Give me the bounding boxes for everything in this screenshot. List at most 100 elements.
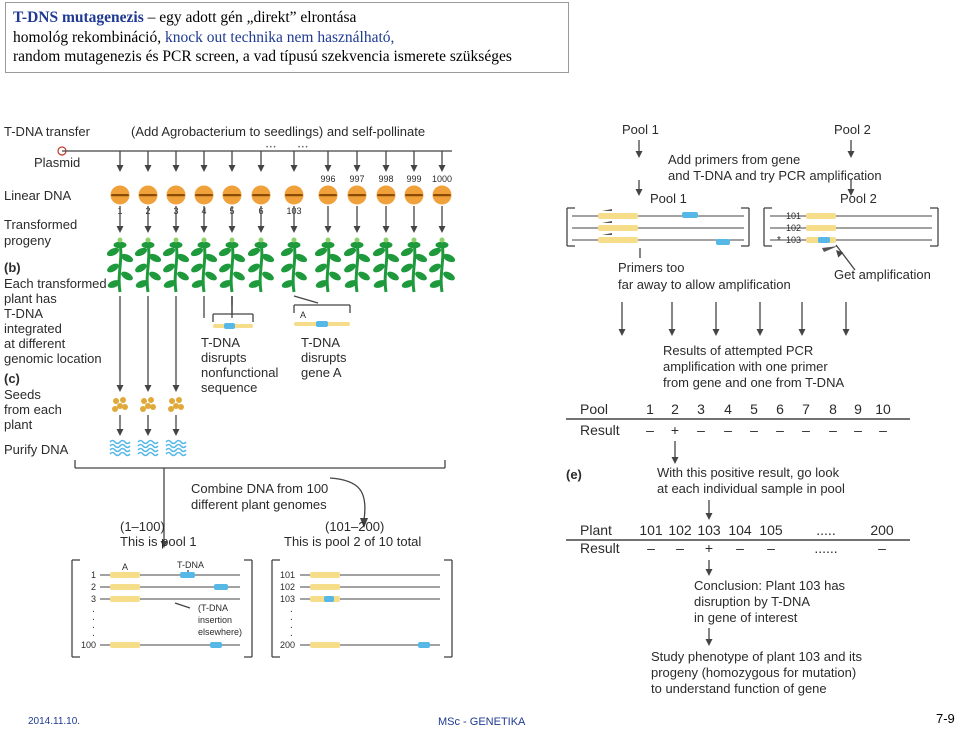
plant-leaf-9-0 [372,247,386,257]
plant-leaf-2-5 [169,241,183,249]
linear-dna-stripe-2 [167,194,185,197]
plant-number-label-8: 997 [349,174,364,184]
plant-bud-2 [173,237,179,243]
get-amplification-arrow-head [836,250,844,258]
plant-leaf-1-5 [141,241,155,249]
plant-leaf-6-1 [294,253,308,263]
each-transformed-label-0: Each transformed [4,276,107,291]
plant-stem-11 [439,243,445,293]
pool1-row-number-0: 1 [91,570,96,580]
plant-bud-1 [145,237,151,243]
pool1-to-box-arrow-head [635,189,643,196]
transformed-plant-icon-7 [314,237,342,293]
plant-number-label-9: 998 [378,174,393,184]
plant-bud-0 [117,237,123,243]
to-seeds-arrow-0-head [116,385,124,392]
pool2-range-label: (101–200) [325,519,384,534]
plant-bud-10 [411,237,417,243]
pool1-gene-bar-3 [110,642,140,648]
to-study-arrow-head [705,639,713,646]
plant-leaf-8-5 [350,241,364,249]
right-pool2-primer [822,246,838,252]
plant-leaf-2-0 [162,247,176,257]
plant-column-arrow-0-head [116,165,124,172]
plant-leaf-3-0 [190,247,204,257]
plant-leaf-9-2 [373,263,385,273]
plant-leaf-11-5 [435,241,449,249]
plant5-tdna-insert [224,323,235,329]
plant-column-arrow-3-head [200,165,208,172]
dna-squiggle-2-1 [165,443,187,449]
tdna-disrupts-gene-a-label-2: gene A [301,365,342,380]
plant-leaf-7-0 [314,247,328,257]
plant-table-plant-1: 102 [668,522,692,538]
add-primers-label-1: and T-DNA and try PCR amplification [668,168,882,183]
plant-leaf-2-1 [176,253,190,263]
plant-column-arrow-4-head [228,165,236,172]
plant-leaf-8-3 [358,271,370,281]
positive-result-arrow-head [671,457,679,464]
transformed-plant-icon-4 [218,237,246,293]
seed-dot-2-1 [176,397,182,403]
plant-table-plant-2: 103 [697,522,721,538]
pool-table-pool-2: 3 [697,401,705,417]
pool-table-pool-4: 5 [750,401,758,417]
seed-dot-2-4 [178,404,184,410]
tdna-disrupts-gene-a-label-0: T-DNA [301,335,340,350]
plant-leaf-7-2 [315,263,327,273]
right-pool2-star: * [777,235,781,246]
title-line-1: T-DNS mutagenezis – egy adott gén „direk… [13,8,568,28]
dna-squiggle-2-3 [165,451,187,457]
linear-dna-stripe-1 [139,194,157,197]
plant-table-plant-4: 105 [759,522,783,538]
plant-leaf-10-2 [401,263,413,273]
seed-dot-2-2 [173,403,179,409]
seed-dot-2-3 [168,406,174,412]
to-conclusion-arrow-head [705,569,713,576]
dna-squiggle-0-2 [109,447,131,453]
title-heading-rest: – egy adott gén „direkt” elrontása [143,9,357,26]
pool2-row-number-2: 103 [280,594,295,604]
tdna-disrupts-gene-a-label-1: disrupts [301,350,347,365]
plant-leaf-2-2 [163,263,175,273]
plant-leaf-9-5 [379,241,393,249]
plant-leaf-10-3 [415,271,427,281]
pool1-down-arrow-head [635,151,643,158]
plant-table-result-6: – [878,540,886,556]
plant-leaf-3-4 [191,280,205,288]
linear-dna-stripe-8 [348,194,366,197]
to-results-arrow-0-head [618,329,626,336]
plant-leaf-0-1 [120,253,134,263]
linear-dna-stripe-7 [319,194,337,197]
transformed-progeny-label-0: Transformed [4,217,77,232]
each-transformed-label-5: genomic location [4,351,102,366]
gene-a-letter: A [300,310,306,320]
plant-leaf-4-0 [218,247,232,257]
plant-leaf-9-1 [386,253,400,263]
seed-dot-1-4 [150,404,156,410]
combine-dna-label-1: different plant genomes [191,497,327,512]
pool-table-result-9: – [879,422,887,438]
plant-column-arrow-1-head [144,165,152,172]
plant-leaf-4-5 [225,241,239,249]
linear-dna-stripe-9 [377,194,395,197]
plant-bud-7 [325,237,331,243]
pool2-tdna-row103 [324,596,334,602]
seed-dot-1-3 [140,406,146,412]
right-pool1-primer-1 [602,221,612,223]
add-agrobacterium-label: (Add Agrobacterium to seedlings) and sel… [131,124,425,139]
title-line-2a: homológ rekombináció, [13,28,165,46]
to-results-arrow-1-head [668,329,676,336]
tdna-disrupts-nonfunctional-label-0: T-DNA [201,335,240,350]
pool-table-result-2: – [697,422,705,438]
title-line-2: homológ rekombináció, knock out technika… [13,28,568,48]
plant-stem-2 [173,243,179,293]
plant-stem-4 [229,243,235,293]
plant-column-arrow-10-head [410,165,418,172]
pool-table-pool-7: 8 [829,401,837,417]
to-results-arrow-4-head [798,329,806,336]
plant-leaf-11-1 [442,253,456,263]
pool1-dot-0: . [92,604,95,615]
plant-table-result-3: – [736,540,744,556]
dna-squiggle-0-1 [109,443,131,449]
